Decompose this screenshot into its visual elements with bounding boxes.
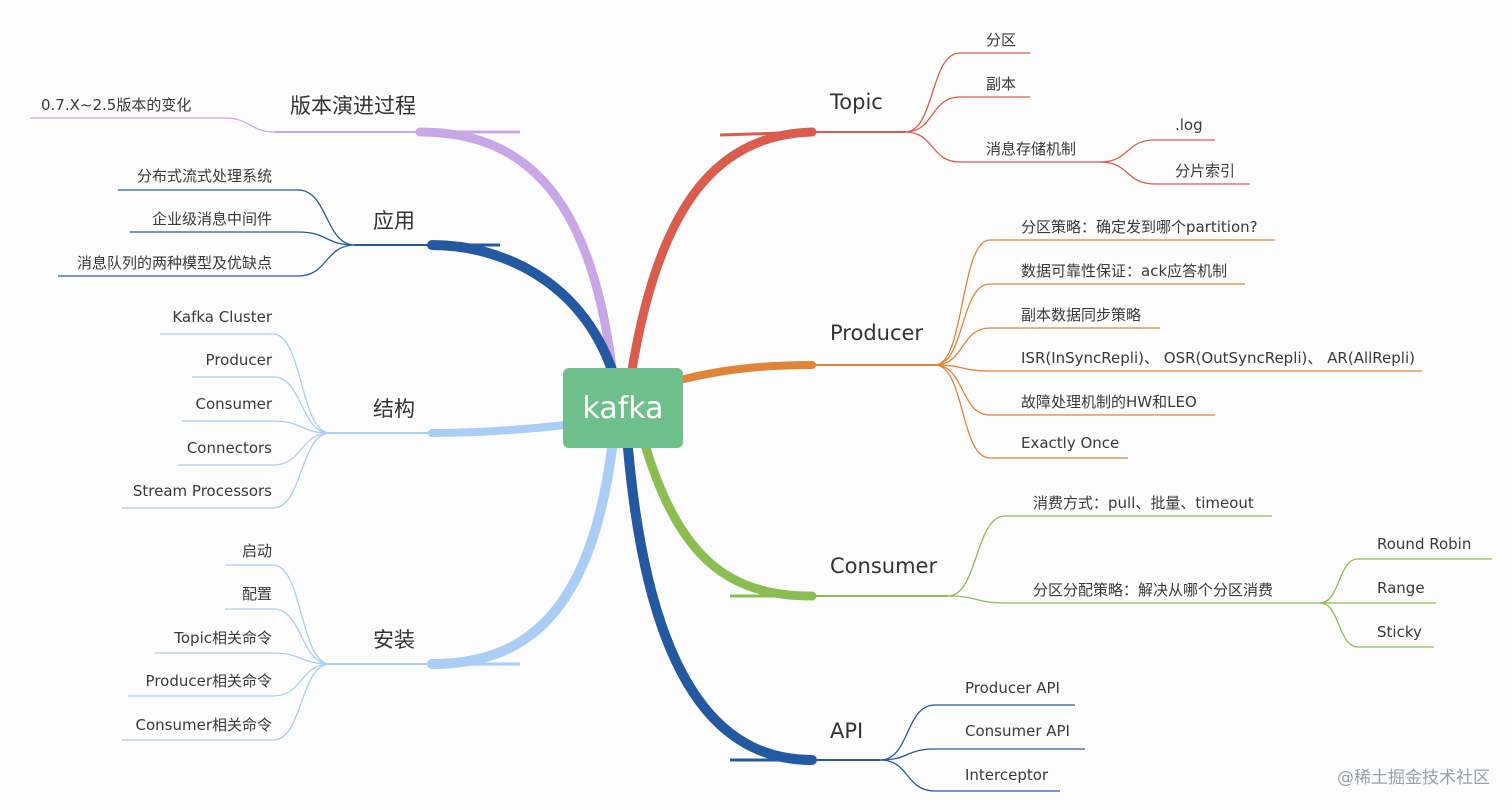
install-fork	[225, 608, 331, 665]
producer-fork	[934, 327, 1160, 366]
branch-line-topic	[627, 127, 817, 375]
assign-child[interactable]: Range	[1377, 579, 1425, 597]
producer-fork	[934, 283, 1245, 366]
branch-line-consumer	[640, 440, 817, 601]
assign-fork	[1319, 602, 1434, 648]
api-child[interactable]: Producer API	[965, 679, 1060, 697]
storage-child[interactable]: 分片索引	[1175, 162, 1236, 180]
producer-fork	[934, 239, 1275, 366]
structure-child[interactable]: Consumer	[195, 395, 273, 413]
topic-child[interactable]: 副本	[986, 75, 1017, 93]
structure-child[interactable]: Kafka Cluster	[172, 308, 272, 326]
app-child[interactable]: 分布式流式处理系统	[136, 167, 272, 185]
producer-fork	[934, 364, 1128, 459]
producer-fork	[934, 364, 1422, 372]
storage-child[interactable]: .log	[1175, 116, 1203, 134]
branch-app[interactable]: 应用	[373, 209, 415, 233]
consumer-child[interactable]: 分区分配策略：解决从哪个分区消费	[1033, 581, 1274, 599]
install-fork	[122, 663, 331, 741]
install-fork	[155, 652, 331, 665]
app-fork	[118, 189, 356, 246]
api-fork	[879, 759, 1060, 792]
api-fork	[879, 704, 1075, 761]
install-fork	[128, 663, 331, 697]
branch-line-version	[415, 127, 617, 373]
structure-child[interactable]: Stream Processors	[132, 482, 272, 500]
topic-fork	[904, 52, 1030, 133]
install-child[interactable]: 配置	[241, 585, 272, 603]
storage-fork	[1099, 139, 1215, 163]
branch-install[interactable]: 安装	[373, 628, 415, 652]
branch-api[interactable]: API	[830, 719, 864, 743]
install-child[interactable]: Consumer相关命令	[135, 716, 273, 734]
assign-child[interactable]: Sticky	[1377, 623, 1422, 641]
app-child[interactable]: 消息队列的两种模型及优缺点	[76, 254, 272, 272]
consumer-fork	[947, 515, 1272, 597]
topic-fork	[904, 131, 1100, 163]
structure-child[interactable]: Connectors	[186, 439, 272, 457]
storage-fork	[1099, 161, 1250, 185]
branch-line-install	[427, 443, 617, 669]
watermark: @稀土掘金技术社区	[1337, 768, 1490, 788]
structure-fork	[182, 420, 331, 434]
version-child[interactable]: 0.7.X~2.5版本的变化	[41, 96, 192, 114]
branch-line-app	[427, 240, 617, 375]
app-fork	[58, 244, 356, 277]
producer-child[interactable]: 数据可靠性保证：ack应答机制	[1021, 262, 1228, 280]
branch-consumer[interactable]: Consumer	[830, 554, 938, 578]
branch-line-topic-tip	[719, 130, 813, 137]
branch-version[interactable]: 版本演进过程	[290, 94, 416, 118]
api-child[interactable]: Consumer API	[965, 722, 1070, 740]
consumer-child[interactable]: 消费方式：pull、批量、timeout	[1033, 494, 1254, 512]
assign-child[interactable]: Round Robin	[1377, 535, 1472, 553]
version-fork	[30, 117, 276, 133]
install-child[interactable]: 启动	[241, 542, 272, 560]
producer-child[interactable]: 故障处理机制的HW和LEO	[1021, 393, 1197, 411]
app-child[interactable]: 企业级消息中间件	[151, 210, 272, 228]
topic-child[interactable]: 消息存储机制	[986, 140, 1077, 158]
install-fork	[225, 564, 331, 665]
structure-child[interactable]: Producer	[205, 351, 272, 369]
producer-child[interactable]: 副本数据同步策略	[1021, 306, 1142, 324]
branch-topic[interactable]: Topic	[830, 90, 883, 114]
api-fork	[879, 748, 1085, 761]
structure-fork	[178, 432, 331, 466]
root-label: kafka	[582, 390, 664, 426]
branch-producer[interactable]: Producer	[830, 321, 924, 345]
producer-child[interactable]: 分区策略：确定发到哪个partition?	[1021, 218, 1258, 236]
branch-structure[interactable]: 结构	[373, 397, 415, 421]
structure-fork	[160, 333, 331, 434]
topic-fork	[904, 96, 1030, 133]
producer-fork	[934, 364, 1215, 416]
structure-fork	[122, 432, 331, 509]
producer-child[interactable]: Exactly Once	[1021, 434, 1120, 452]
structure-fork	[192, 376, 331, 434]
assign-fork	[1319, 558, 1492, 604]
api-child[interactable]: Interceptor	[965, 766, 1049, 784]
topic-child[interactable]: 分区	[986, 31, 1017, 49]
consumer-fork	[947, 595, 1320, 604]
app-fork	[130, 231, 356, 246]
branch-line-api	[623, 443, 817, 765]
install-child[interactable]: Producer相关命令	[145, 672, 272, 690]
producer-child[interactable]: ISR(InSyncRepli)、 OSR(OutSyncRepli)、 AR(…	[1021, 349, 1415, 367]
branch-line-producer	[676, 361, 816, 384]
root-node[interactable]: kafka	[563, 368, 683, 448]
install-child[interactable]: Topic相关命令	[174, 629, 272, 647]
